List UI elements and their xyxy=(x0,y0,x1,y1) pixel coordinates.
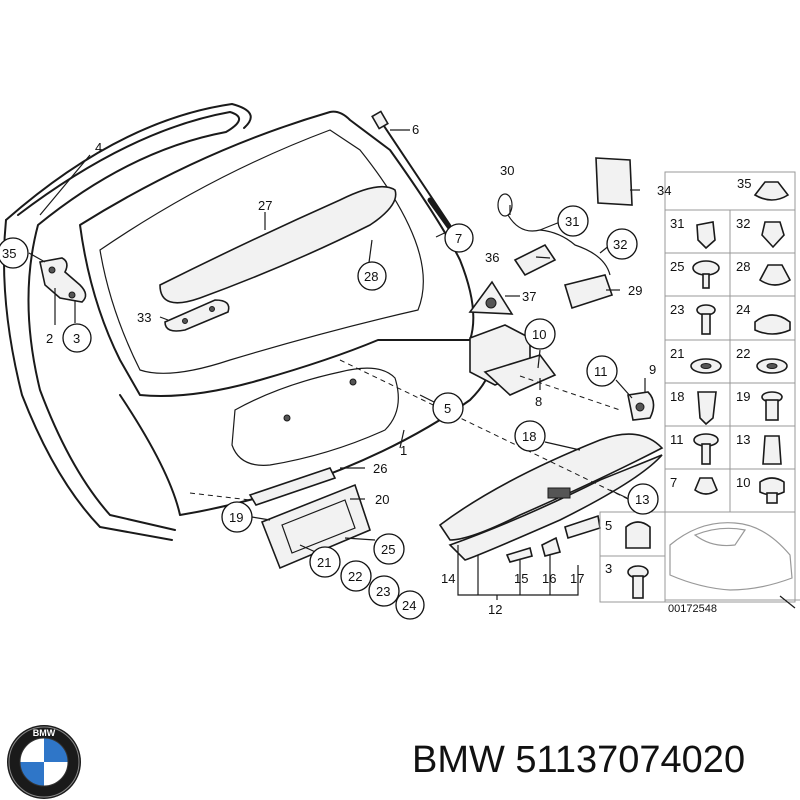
grid-label-24: 24 xyxy=(736,302,750,317)
label-28: 28 xyxy=(364,269,378,284)
grid-label-32: 32 xyxy=(736,216,750,231)
label-37: 37 xyxy=(522,289,536,304)
drawing-number: 00172548 xyxy=(668,603,717,615)
label-7: 7 xyxy=(455,231,462,246)
grid-label-18: 18 xyxy=(670,389,684,404)
label-2: 2 xyxy=(46,331,53,346)
grid-label-25: 25 xyxy=(670,259,684,274)
fastener-grid xyxy=(599,171,800,603)
grid-label-3: 3 xyxy=(605,561,612,576)
grid-label-28: 28 xyxy=(736,259,750,274)
grid-label-35: 35 xyxy=(737,176,751,191)
label-34: 34 xyxy=(657,183,671,198)
label-10: 10 xyxy=(532,327,546,342)
label-24: 24 xyxy=(402,598,416,613)
label-15: 15 xyxy=(514,571,528,586)
tailgate-seal xyxy=(3,103,252,541)
cable-assembly xyxy=(497,193,614,310)
label-36: 36 xyxy=(485,250,499,265)
bracket-33 xyxy=(164,299,230,332)
rear-spoiler xyxy=(159,185,397,304)
circled-labels: 35 3 7 28 31 32 10 11 5 18 13 19 25 21 2… xyxy=(0,205,659,620)
trim-handle xyxy=(438,433,664,563)
label-22: 22 xyxy=(348,569,362,584)
lock-unit xyxy=(469,324,557,396)
grid-label-10: 10 xyxy=(736,475,750,490)
grid-label-7: 7 xyxy=(670,475,677,490)
label-35: 35 xyxy=(2,246,16,261)
grid-label-19: 19 xyxy=(736,389,750,404)
label-32: 32 xyxy=(613,237,627,252)
label-11: 11 xyxy=(594,364,608,379)
grid-label-31: 31 xyxy=(670,216,684,231)
license-bracket xyxy=(248,467,371,570)
bmw-roundel-icon: BMW xyxy=(7,725,81,799)
label-19: 19 xyxy=(229,510,243,525)
label-1: 1 xyxy=(400,443,407,458)
label-5: 5 xyxy=(444,401,451,416)
logo-letters: BMW xyxy=(33,728,56,738)
label-6: 6 xyxy=(412,122,419,137)
label-12: 12 xyxy=(488,602,502,617)
label-8: 8 xyxy=(535,394,542,409)
grid-label-13: 13 xyxy=(736,432,750,447)
label-25: 25 xyxy=(381,542,395,557)
label-27: 27 xyxy=(258,198,272,213)
label-20: 20 xyxy=(375,492,389,507)
label-14: 14 xyxy=(441,571,455,586)
grid-label-21: 21 xyxy=(670,346,684,361)
label-33: 33 xyxy=(137,310,151,325)
warning-label xyxy=(468,280,514,315)
label-29: 29 xyxy=(628,283,642,298)
label-23: 23 xyxy=(376,584,390,599)
label-31: 31 xyxy=(565,214,579,229)
label-21: 21 xyxy=(317,555,331,570)
label-18: 18 xyxy=(522,429,536,444)
label-3: 3 xyxy=(73,331,80,346)
label-30: 30 xyxy=(500,163,514,178)
label-26: 26 xyxy=(373,461,387,476)
pad-34 xyxy=(595,157,633,206)
grid-label-23: 23 xyxy=(670,302,684,317)
car-silhouette-icon xyxy=(669,522,796,609)
grid-labels: 35 31 32 25 28 23 24 21 22 18 19 11 13 7… xyxy=(605,176,751,615)
label-13: 13 xyxy=(635,492,649,507)
fastener-shapes xyxy=(625,181,792,599)
grid-label-5: 5 xyxy=(605,518,612,533)
leader-lines xyxy=(28,129,646,600)
grid-label-11: 11 xyxy=(670,432,684,447)
grid-label-22: 22 xyxy=(736,346,750,361)
part-number-title: BMW 51137074020 xyxy=(412,739,746,781)
label-17: 17 xyxy=(570,571,584,586)
hinge xyxy=(39,257,87,303)
bumper-9 xyxy=(627,391,655,421)
callout-labels: 4 27 6 2 33 1 26 20 30 34 36 29 37 8 9 1… xyxy=(46,122,671,617)
gas-strut xyxy=(371,110,453,231)
label-4: 4 xyxy=(95,140,102,155)
label-9: 9 xyxy=(649,362,656,377)
label-16: 16 xyxy=(542,571,556,586)
